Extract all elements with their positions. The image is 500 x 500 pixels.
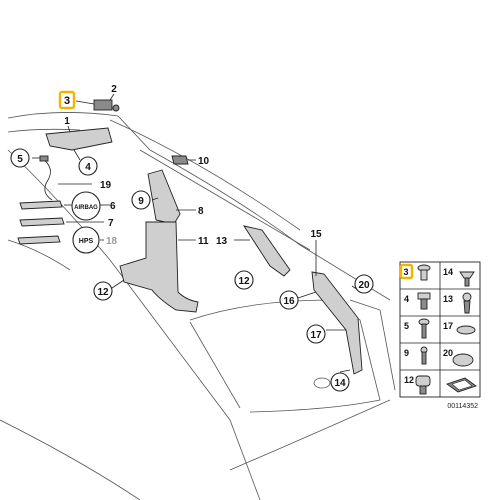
fastener-4-icon <box>417 292 431 310</box>
callout-13: 13 <box>216 236 228 247</box>
airbag-badge-text: AIRBAG <box>74 205 98 211</box>
fastener-legend: 3 14 4 13 5 17 9 20 12 <box>399 261 481 398</box>
callout-10: 10 <box>198 156 210 167</box>
callout-5-circle <box>10 148 30 168</box>
callout-17: 17 <box>310 330 322 341</box>
legend-label-3: 3 <box>403 267 408 277</box>
callout-20-circle <box>354 274 374 294</box>
callout-16: 16 <box>283 296 295 307</box>
fastener-5-icon <box>418 318 430 339</box>
callout-12b: 12 <box>238 276 250 287</box>
callout-3-highlight <box>58 90 76 110</box>
diagram-code: 00114352 <box>447 403 478 410</box>
callout-3: 3 <box>64 95 70 107</box>
legend-3-highlight <box>399 263 414 280</box>
leader-lines <box>32 93 359 373</box>
callout-19: 19 <box>100 180 112 191</box>
part-1-upper-trim <box>45 127 113 151</box>
callout-9: 9 <box>138 196 144 207</box>
callout-8: 8 <box>198 206 204 217</box>
fastener-foam-pad-icon <box>446 377 477 393</box>
callout-7: 7 <box>108 218 114 229</box>
part-10-clip <box>171 155 189 165</box>
callout-17-circle <box>306 324 326 344</box>
fastener-3-icon <box>417 264 431 281</box>
callout-20: 20 <box>358 280 370 291</box>
callout-1: 1 <box>64 116 70 127</box>
callouts: 1 2 3 4 5 19 AIRBAG 6 7 HPS 18 10 9 8 11… <box>10 84 374 392</box>
fastener-20-icon <box>452 353 474 367</box>
callout-4: 4 <box>85 162 91 173</box>
fastener-9-icon <box>420 346 428 365</box>
callout-16-circle <box>279 290 299 310</box>
callout-12a-circle <box>93 281 113 301</box>
legend-label-17: 17 <box>443 321 453 331</box>
callout-2: 2 <box>111 84 117 95</box>
callout-18: 18 <box>106 236 118 247</box>
part-5-cable <box>39 155 53 201</box>
fastener-12-icon <box>415 375 431 395</box>
part-13-trim <box>243 225 291 277</box>
legend-label-4: 4 <box>404 294 409 304</box>
part-6-trim-strip <box>19 200 63 210</box>
fastener-14-icon <box>459 271 475 287</box>
legend-label-13: 13 <box>443 294 453 304</box>
fastener-17-icon <box>456 325 476 335</box>
part-15-16-17-c-pillar <box>311 271 363 375</box>
callout-12a: 12 <box>97 287 109 298</box>
legend-label-20: 20 <box>443 348 453 358</box>
callout-14: 14 <box>334 378 346 389</box>
hps-badge-text: HPS <box>79 238 94 245</box>
legend-label-12: 12 <box>404 375 414 385</box>
callout-11: 11 <box>198 236 209 247</box>
callout-6: 6 <box>110 201 116 212</box>
legend-label-5: 5 <box>404 321 409 331</box>
part-7-trim-strip <box>19 217 65 227</box>
legend-label-9: 9 <box>404 348 409 358</box>
callout-15: 15 <box>310 229 322 240</box>
fastener-13-icon <box>462 292 472 314</box>
part-18-trim-strip <box>17 235 61 245</box>
airbag-badge-circle <box>71 191 101 221</box>
callout-14-circle <box>330 372 350 392</box>
hps-badge-circle <box>72 226 100 254</box>
part-2-bracket <box>93 99 120 112</box>
part-11-b-pillar <box>119 221 199 313</box>
callout-9-circle <box>131 190 151 210</box>
part-8-a-pillar-upper <box>147 169 181 225</box>
callout-12b-circle <box>234 270 254 290</box>
callout-4-circle <box>78 156 98 176</box>
legend-label-14: 14 <box>443 267 453 277</box>
car-body-outline <box>0 112 396 500</box>
callout-5: 5 <box>17 154 23 165</box>
